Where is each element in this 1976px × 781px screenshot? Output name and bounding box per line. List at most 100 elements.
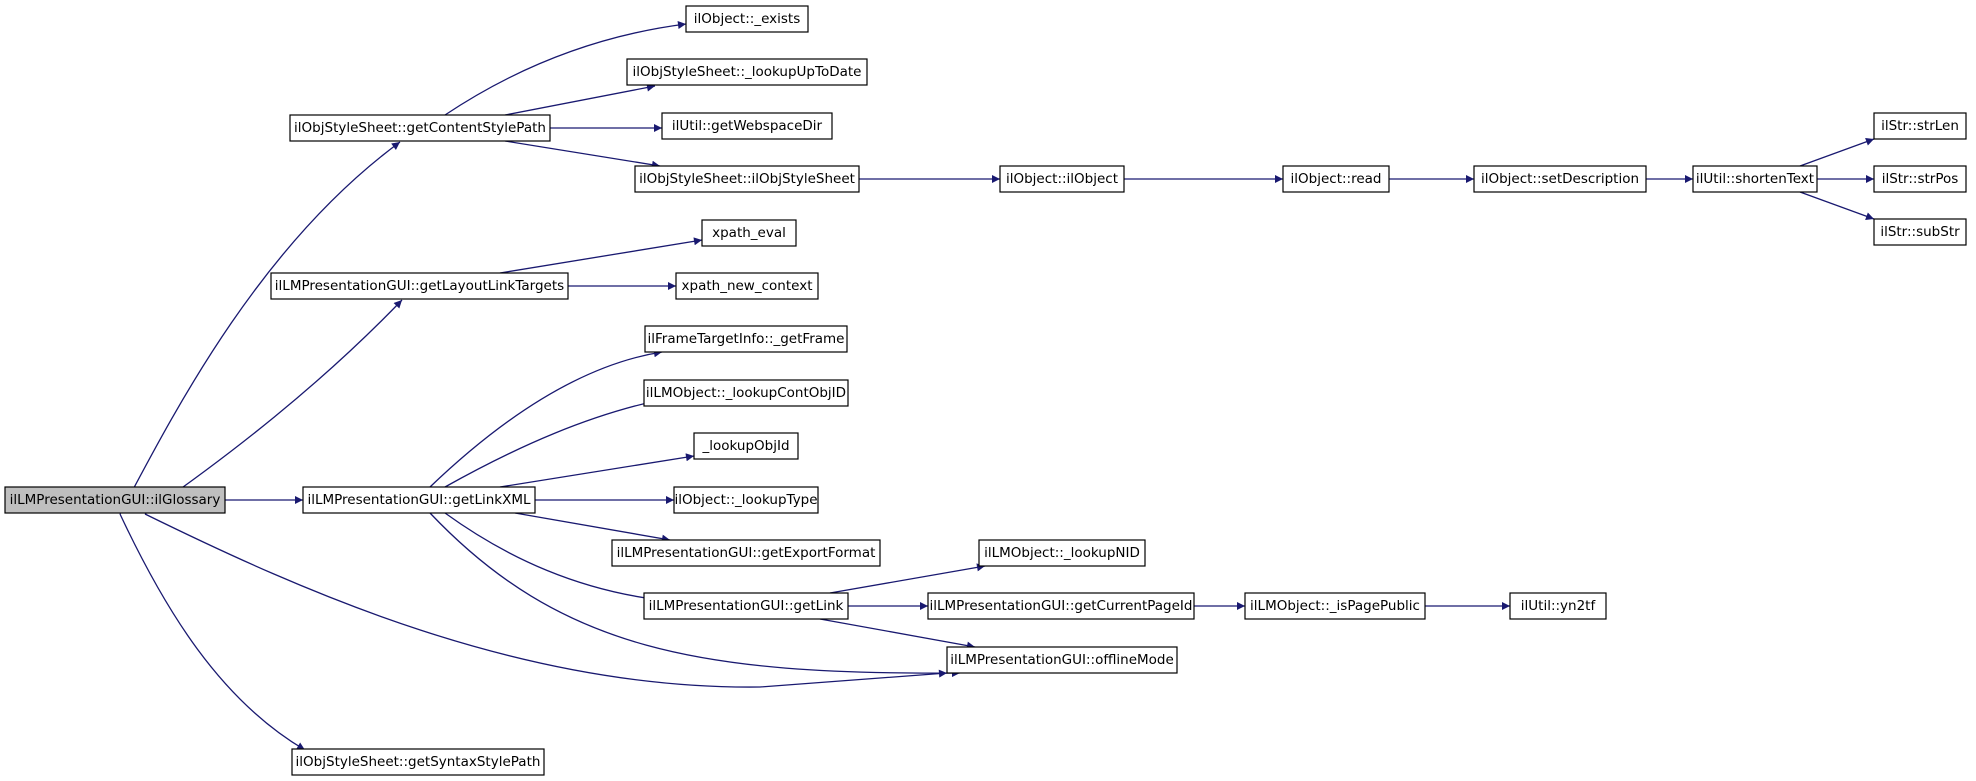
edge-short-to-sub xyxy=(1799,191,1875,221)
node-slen[interactable]: ilStr::strLen xyxy=(1873,112,1967,140)
node-exists[interactable]: ilObject::_exists xyxy=(685,5,809,33)
node-box xyxy=(1282,165,1390,193)
node-lutd[interactable]: ilObjStyleSheet::_lookupUpToDate xyxy=(626,58,868,86)
node-ltype[interactable]: ilObject::_lookupType xyxy=(673,486,819,514)
node-gssp[interactable]: ilObjStyleSheet::getSyntaxStylePath xyxy=(291,748,545,776)
edge-glx-to-glink xyxy=(444,512,661,603)
node-label: ilStr::strPos xyxy=(1882,171,1959,187)
node-gcsp[interactable]: ilObjStyleSheet::getContentStylePath xyxy=(289,114,551,142)
node-label: ilObject::_lookupType xyxy=(674,492,817,508)
node-spos[interactable]: ilStr::strPos xyxy=(1873,165,1967,193)
edge-arrow xyxy=(1799,191,1875,221)
node-box xyxy=(999,165,1125,193)
edge-arrow xyxy=(144,513,948,688)
node-box xyxy=(1873,112,1967,140)
node-label: ilObjStyleSheet::getContentStylePath xyxy=(294,120,546,136)
node-glx[interactable]: ilLMPresentationGUI::getLinkXML xyxy=(302,486,536,514)
node-xnew[interactable]: xpath_new_context xyxy=(675,272,819,300)
node-ipp[interactable]: ilLMObject::_isPagePublic xyxy=(1244,592,1426,620)
edge-arrow xyxy=(119,141,401,515)
edge-arrow xyxy=(1799,137,1875,167)
node-gwd[interactable]: ilUtil::getWebspaceDir xyxy=(661,112,833,140)
edge-short-to-slen xyxy=(1799,137,1875,167)
edge-root-to-gcsp xyxy=(119,141,401,515)
edge-gcsp-to-lutd xyxy=(504,83,656,116)
node-box xyxy=(626,58,868,86)
edge-gllt-to-xeval xyxy=(499,237,703,274)
node-sub[interactable]: ilStr::subStr xyxy=(1873,218,1967,246)
node-box xyxy=(1873,165,1967,193)
edge-arrow xyxy=(119,513,306,751)
edge-root-to-offline xyxy=(144,513,948,688)
node-label: ilUtil::getWebspaceDir xyxy=(672,118,823,134)
node-box xyxy=(693,432,799,460)
node-label: ilStr::strLen xyxy=(1881,118,1959,134)
node-root[interactable]: ilLMPresentationGUI::ilGlossary xyxy=(4,486,226,514)
edge-glink-to-offline xyxy=(819,618,976,650)
node-box xyxy=(1244,592,1426,620)
node-lcoi[interactable]: ilLMObject::_lookupContObjID xyxy=(643,379,849,407)
node-label: ilUtil::shortenText xyxy=(1696,171,1814,187)
node-label: ilObject::read xyxy=(1291,171,1382,187)
node-gcpi[interactable]: ilLMPresentationGUI::getCurrentPageId xyxy=(927,592,1195,620)
edge-arrow xyxy=(429,512,961,678)
node-xeval[interactable]: xpath_eval xyxy=(701,219,797,247)
edge-glx-to-gframe xyxy=(429,349,663,488)
node-label: ilObject::setDescription xyxy=(1481,171,1639,187)
node-box xyxy=(1873,218,1967,246)
edge-arrow xyxy=(444,21,687,116)
nodes-layer: ilLMPresentationGUI::ilGlossaryilObjStyl… xyxy=(4,5,1967,776)
node-box xyxy=(1509,592,1607,620)
edge-gcsp-to-ioss xyxy=(504,140,661,169)
node-label: xpath_new_context xyxy=(682,278,813,294)
edge-glx-to-loi xyxy=(499,453,695,488)
node-label: ilLMObject::_isPagePublic xyxy=(1250,598,1420,614)
edge-glx-to-lcoi xyxy=(444,397,661,488)
node-label: ilLMPresentationGUI::getLink xyxy=(649,598,844,614)
node-loi[interactable]: _lookupObjId xyxy=(693,432,799,460)
node-box xyxy=(643,592,849,620)
node-yn2tf[interactable]: ilUtil::yn2tf xyxy=(1509,592,1607,620)
edge-arrow xyxy=(819,618,976,650)
node-ilobj[interactable]: ilObject::ilObject xyxy=(999,165,1125,193)
node-label: ilObjStyleSheet::ilObjStyleSheet xyxy=(639,171,855,187)
node-label: ilObjStyleSheet::_lookupUpToDate xyxy=(633,64,862,80)
node-label: ilLMPresentationGUI::getExportFormat xyxy=(617,545,876,561)
node-glink[interactable]: ilLMPresentationGUI::getLink xyxy=(643,592,849,620)
node-label: ilUtil::yn2tf xyxy=(1521,598,1597,614)
node-gframe[interactable]: ilFrameTargetInfo::_getFrame xyxy=(644,325,848,353)
edge-arrow xyxy=(499,237,703,274)
node-box xyxy=(946,646,1178,674)
node-label: ilFrameTargetInfo::_getFrame xyxy=(648,331,845,347)
node-box xyxy=(978,539,1146,567)
node-ioss[interactable]: ilObjStyleSheet::ilObjStyleSheet xyxy=(634,165,860,193)
node-lnid[interactable]: ilLMObject::_lookupNID xyxy=(978,539,1146,567)
node-box xyxy=(270,272,569,300)
node-box xyxy=(611,539,881,567)
node-label: _lookupObjId xyxy=(701,438,789,454)
node-box xyxy=(1473,165,1647,193)
node-box xyxy=(673,486,819,514)
node-box xyxy=(685,5,809,33)
node-box xyxy=(644,325,848,353)
node-gllt[interactable]: ilLMPresentationGUI::getLayoutLinkTarget… xyxy=(270,272,569,300)
edge-root-to-gssp xyxy=(119,513,306,751)
edge-arrow xyxy=(829,563,986,594)
edge-glink-to-lnid xyxy=(829,563,986,594)
node-setd[interactable]: ilObject::setDescription xyxy=(1473,165,1647,193)
edge-arrow xyxy=(444,512,661,603)
node-label: ilObject::ilObject xyxy=(1006,171,1118,187)
node-label: ilObject::_exists xyxy=(694,11,800,27)
edge-glx-to-offline xyxy=(429,512,961,678)
node-read[interactable]: ilObject::read xyxy=(1282,165,1390,193)
node-offline[interactable]: ilLMPresentationGUI::offlineMode xyxy=(946,646,1178,674)
node-short[interactable]: ilUtil::shortenText xyxy=(1692,165,1818,193)
node-gef[interactable]: ilLMPresentationGUI::getExportFormat xyxy=(611,539,881,567)
edge-root-to-gllt xyxy=(144,299,403,515)
node-label: ilLMPresentationGUI::ilGlossary xyxy=(10,492,221,508)
edge-arrow xyxy=(444,397,661,488)
edge-arrow xyxy=(499,453,695,488)
node-box xyxy=(289,114,551,142)
node-label: ilLMPresentationGUI::getLayoutLinkTarget… xyxy=(275,278,564,294)
node-box xyxy=(4,486,226,514)
